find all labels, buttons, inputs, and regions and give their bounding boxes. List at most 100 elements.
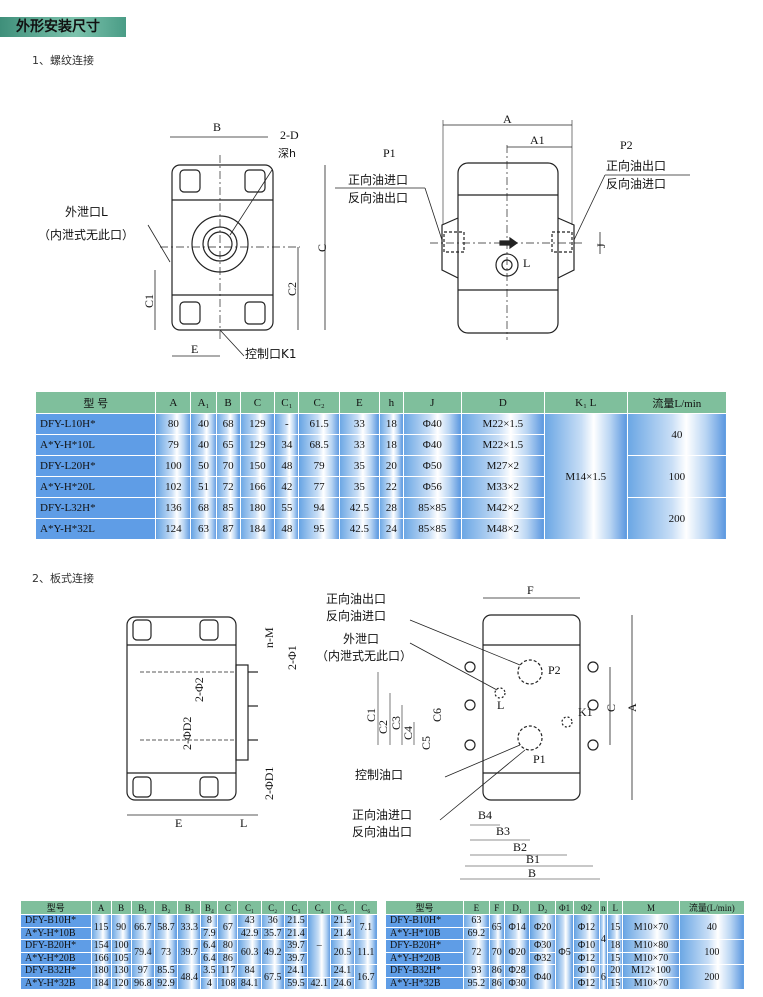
- value-cell: 92.9: [153, 976, 179, 990]
- value-cell: 51: [190, 476, 217, 498]
- column-header: M: [622, 900, 680, 915]
- value-cell: 61.5: [298, 413, 340, 435]
- value-cell: Φ5: [554, 914, 575, 990]
- dim-n-m: n-M: [262, 627, 276, 648]
- value-cell: 8: [200, 914, 219, 928]
- value-cell: 108: [217, 976, 239, 990]
- value-cell: 20: [378, 455, 404, 477]
- value-cell: 42.5: [338, 518, 380, 540]
- value-cell: 58.7: [153, 914, 179, 940]
- value-cell: 85×85: [402, 518, 462, 540]
- dim-a1: A1: [530, 133, 545, 147]
- value-cell: 105: [110, 951, 132, 965]
- value-cell: M10×70: [622, 951, 680, 965]
- threaded-front-view: [335, 120, 690, 340]
- dim-b3: B3: [496, 824, 511, 838]
- value-cell: 96.8: [130, 976, 155, 990]
- column-header: n: [598, 900, 609, 915]
- column-header: Φ1: [554, 900, 575, 915]
- value-cell: 4: [598, 914, 609, 965]
- value-cell: 129: [239, 413, 276, 435]
- model-cell: A*Y-H*10L: [34, 434, 157, 456]
- dim-c-plate: C: [604, 703, 618, 712]
- dim-2-phid1: 2-ΦD1: [262, 766, 276, 800]
- p1-reverse-label: 反向油出口: [348, 191, 409, 205]
- model-cell: DFY-B20H*: [20, 939, 92, 953]
- port-k1-plate: K1: [578, 705, 593, 719]
- port-l: L: [523, 256, 531, 270]
- value-cell: Φ50: [402, 455, 462, 477]
- column-header: B₂: [153, 900, 179, 915]
- p2-forward-label-plate: 正向油出口: [326, 592, 387, 606]
- value-cell: 130: [110, 964, 132, 978]
- value-cell: 66.7: [130, 914, 155, 940]
- value-cell: 35: [338, 455, 380, 477]
- value-cell: 18: [607, 939, 624, 953]
- value-cell: 84.1: [237, 976, 262, 990]
- value-cell: 120: [110, 976, 132, 990]
- value-cell: 48: [274, 455, 300, 477]
- value-cell: 40: [626, 413, 728, 456]
- value-cell: 184: [239, 518, 276, 540]
- model-cell: DFY-L32H*: [34, 497, 157, 519]
- value-cell: 70: [488, 939, 505, 965]
- value-cell: 33.3: [177, 914, 202, 940]
- value-cell: 93: [462, 964, 490, 978]
- value-cell: 67.5: [260, 964, 285, 990]
- value-cell: 67: [217, 914, 239, 940]
- value-cell: 24.1: [283, 964, 309, 978]
- value-cell: 95: [298, 518, 340, 540]
- value-cell: 69.2: [462, 926, 490, 940]
- column-header: D₁: [503, 900, 531, 915]
- value-cell: 100: [110, 939, 132, 953]
- column-header: B₁: [130, 900, 155, 915]
- dim-c: C: [315, 243, 329, 252]
- column-header: B: [110, 900, 132, 915]
- value-cell: Φ56: [402, 476, 462, 498]
- column-header: J: [402, 391, 462, 414]
- value-cell: 34: [274, 434, 300, 456]
- value-cell: 4: [200, 976, 219, 990]
- value-cell: 18: [378, 434, 404, 456]
- model-cell: DFY-B10H*: [20, 914, 92, 928]
- value-cell: 68: [215, 413, 241, 435]
- value-cell: 43: [237, 914, 262, 928]
- section-title-plate: 2、板式连接: [32, 572, 94, 585]
- p1-reverse-label-plate: 反向油出口: [352, 825, 413, 839]
- value-cell: -: [274, 413, 300, 435]
- column-header: 流量(L/min): [678, 900, 746, 915]
- column-header: 型 号: [34, 391, 157, 414]
- value-cell: Φ40: [402, 434, 462, 456]
- value-cell: Φ30: [503, 976, 531, 990]
- drain-note-plate: （内泄式无此口）: [316, 649, 413, 663]
- value-cell: 49.2: [260, 939, 285, 965]
- value-cell: 42.1: [307, 976, 332, 990]
- value-cell: 180: [239, 497, 276, 519]
- value-cell: 20: [607, 964, 624, 978]
- column-header: C₄: [307, 900, 332, 915]
- value-cell: 85: [215, 497, 241, 519]
- value-cell: Φ10: [573, 964, 600, 978]
- value-cell: M14×1.5: [543, 413, 628, 540]
- column-header: F: [488, 900, 505, 915]
- value-cell: M48×2: [460, 518, 545, 540]
- value-cell: 84: [237, 964, 262, 978]
- value-cell: 117: [217, 964, 239, 978]
- model-cell: DFY-B32H*: [385, 964, 464, 978]
- value-cell: 95.2: [462, 976, 490, 990]
- value-cell: 35.7: [260, 926, 285, 940]
- dim-c5-plate: C5: [419, 735, 433, 750]
- value-cell: Φ32: [529, 951, 556, 965]
- dim-2-phi2: 2-Φ2: [192, 677, 206, 702]
- column-header: C₆: [353, 900, 379, 915]
- value-cell: 115: [90, 914, 112, 940]
